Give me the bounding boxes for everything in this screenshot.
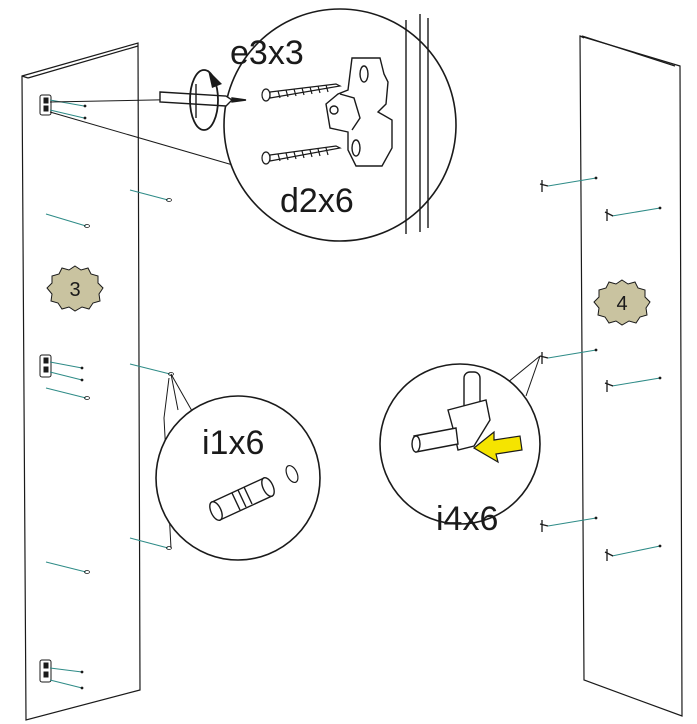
step-number-left: 3 bbox=[69, 279, 80, 301]
callout-label-plate-screw: d2x6 bbox=[280, 182, 354, 220]
hinge-plate-bottom bbox=[39, 659, 52, 683]
drill-guide bbox=[129, 363, 171, 375]
drill-holes-right bbox=[594, 176, 662, 548]
drill-guides-right bbox=[547, 177, 661, 557]
hinge-plate-top bbox=[39, 94, 52, 116]
drill-guide bbox=[547, 177, 597, 187]
shelf-pin bbox=[539, 520, 549, 532]
right-side-panel bbox=[579, 35, 683, 717]
drill-holes-left bbox=[80, 104, 174, 690]
callout-label-hinge-screw: e3x3 bbox=[230, 34, 304, 72]
shelf-pin bbox=[604, 209, 614, 221]
drill-guide bbox=[49, 361, 83, 369]
dowel-hole bbox=[285, 464, 299, 484]
drill-guide bbox=[49, 99, 85, 107]
yellow-arrow-icon bbox=[472, 430, 523, 464]
rotate-arrow-head-icon bbox=[208, 70, 222, 88]
shelf-pin bbox=[539, 180, 549, 192]
drill-guides-left bbox=[45, 99, 171, 689]
screw-e3x3 bbox=[261, 83, 342, 102]
callout-label-dowel: i1x6 bbox=[202, 424, 264, 462]
screw-d2x6 bbox=[261, 145, 342, 165]
drill-guide bbox=[49, 371, 83, 381]
drill-guide bbox=[45, 561, 87, 573]
left-side-panel bbox=[21, 42, 141, 721]
step-number-right: 4 bbox=[616, 293, 627, 315]
hinge-plate-middle bbox=[39, 354, 52, 378]
callout-dowel: i1x6 bbox=[155, 395, 321, 561]
drill-guide bbox=[611, 207, 661, 217]
drill-guide bbox=[45, 213, 87, 227]
drill-guide bbox=[547, 349, 597, 359]
drill-guide bbox=[611, 545, 661, 557]
rotate-arrow-icon bbox=[189, 69, 219, 131]
step-badge-shape bbox=[593, 279, 651, 326]
drill-guide bbox=[129, 537, 169, 549]
callout-shelf-support: i4x6 bbox=[379, 363, 541, 538]
step-badge-4: 4 bbox=[593, 279, 651, 326]
hinge-mounting-plate bbox=[325, 57, 393, 167]
drill-guide bbox=[49, 667, 83, 673]
screwdriver bbox=[159, 84, 247, 118]
drill-guide bbox=[611, 377, 661, 387]
step-badge-shape bbox=[46, 265, 104, 312]
shelf-pin bbox=[539, 352, 549, 364]
shelf-support-pins-right bbox=[539, 180, 614, 561]
shelf-support-bracket bbox=[411, 371, 491, 453]
drill-guide bbox=[547, 517, 597, 527]
shelf-pin bbox=[604, 549, 614, 561]
callout-hinge-plate: e3x3 d2x6 bbox=[159, 8, 457, 242]
dowel-pin bbox=[209, 476, 275, 522]
callout-label-shelf-support: i4x6 bbox=[436, 500, 498, 538]
drill-guide bbox=[129, 189, 169, 201]
drill-guide bbox=[45, 387, 87, 399]
drill-guide bbox=[49, 109, 85, 119]
drill-guide bbox=[49, 679, 83, 689]
step-badge-3: 3 bbox=[46, 265, 104, 312]
shelf-pin bbox=[604, 380, 614, 392]
